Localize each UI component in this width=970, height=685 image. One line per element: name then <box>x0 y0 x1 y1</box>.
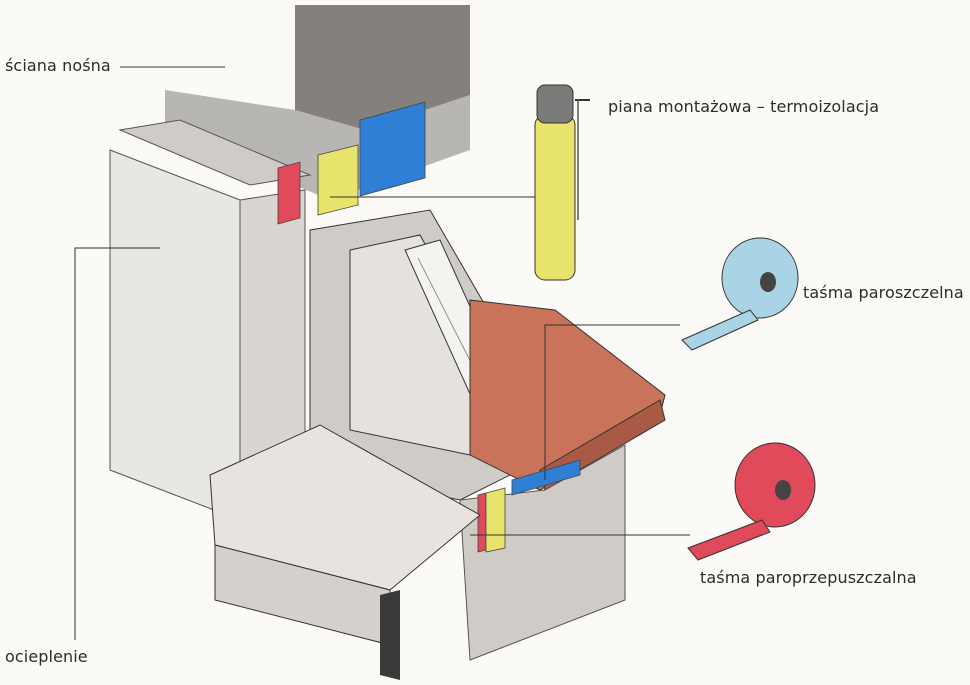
vapor-tight-strip <box>681 309 759 351</box>
red-tape-bottom <box>477 492 487 553</box>
foam-can-body <box>534 114 576 281</box>
vapor-permeable-roll <box>734 442 816 528</box>
vapor-tight-roll <box>721 237 799 319</box>
label-load-bearing-wall: ściana nośna <box>5 56 111 75</box>
blue-insulation-top <box>359 101 426 197</box>
red-tape-top <box>277 161 301 225</box>
insulation-body <box>109 149 241 521</box>
foam-bottom <box>485 487 506 553</box>
load-bearing-wall-top <box>295 5 470 130</box>
leader-vapor-tight <box>544 324 680 480</box>
label-vapor-permeable-tape: taśma paroprzepuszczalna <box>700 568 917 587</box>
exterior-sill <box>209 424 481 591</box>
leader-insulation <box>74 247 160 640</box>
exterior-sill-dark <box>380 590 400 680</box>
wall-top-ledge <box>118 119 312 186</box>
blue-strip-bottom <box>511 459 581 496</box>
label-vapor-tight-tape: taśma paroszczelna <box>803 283 964 302</box>
vapor-permeable-strip <box>687 519 771 561</box>
label-mounting-foam: piana montażowa – termoizolacja <box>608 97 880 116</box>
foam-can-top <box>536 84 574 124</box>
foam-top <box>317 144 359 216</box>
label-insulation: ocieplenie <box>5 647 88 666</box>
leader-lines <box>74 66 690 640</box>
